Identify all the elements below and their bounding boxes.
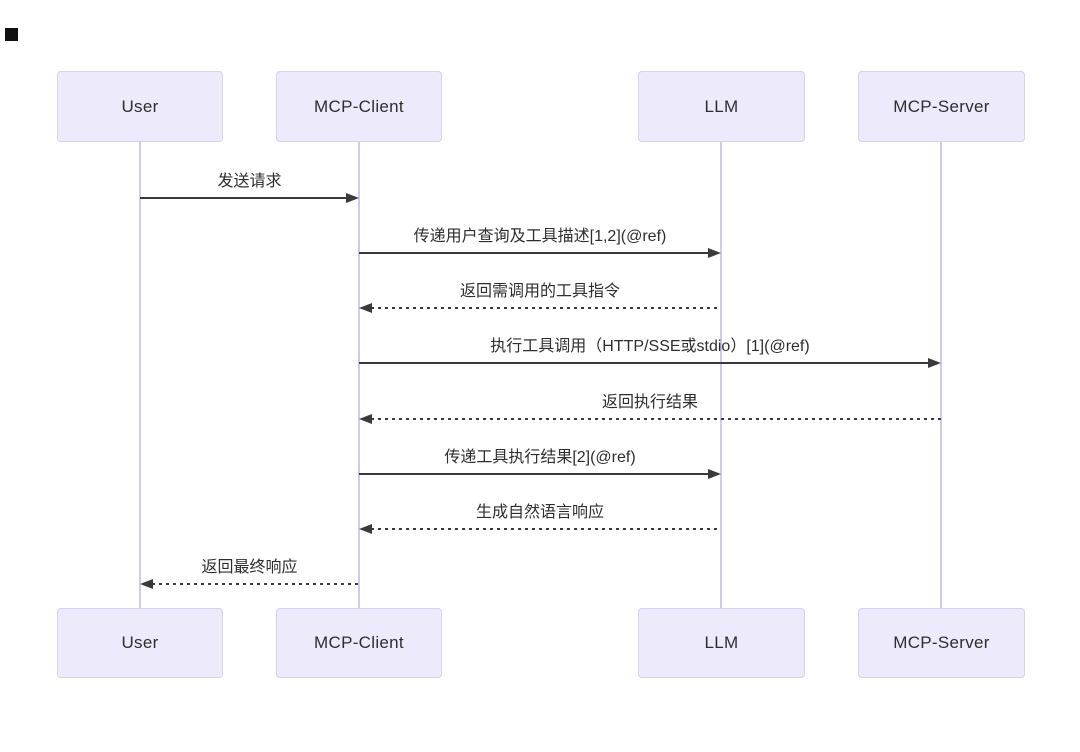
message-label-return-tool-instruction: 返回需调用的工具指令 (459, 283, 620, 300)
message-label-generate-nl-response: 生成自然语言响应 (475, 504, 604, 521)
message-line-1 (140, 197, 347, 199)
message-label-pass-query-tools: 传递用户查询及工具描述[1,2](@ref) (413, 228, 667, 245)
arrowhead-left-icon (359, 414, 372, 424)
arrowhead-right-icon (708, 248, 721, 258)
message-line-3 (371, 307, 721, 309)
message-label-execute-tool-call: 执行工具调用（HTTP/SSE或stdio）[1](@ref) (490, 338, 810, 355)
arrowhead-right-icon (346, 193, 359, 203)
arrowhead-left-icon (359, 524, 372, 534)
actor-mcp-client-bottom: MCP-Client (276, 608, 442, 678)
message-label-return-final-response: 返回最终响应 (201, 559, 298, 576)
arrowhead-left-icon (359, 303, 372, 313)
black-square-artifact (5, 28, 18, 41)
actor-user-top: User (57, 71, 223, 142)
message-label-send-request: 发送请求 (217, 173, 282, 190)
message-line-5 (371, 418, 941, 420)
actor-mcp-client-top: MCP-Client (276, 71, 442, 142)
actor-user-bottom: User (57, 608, 223, 678)
lifeline-llm (720, 142, 722, 608)
lifeline-mcp-client (358, 142, 360, 608)
arrowhead-left-icon (140, 579, 153, 589)
message-line-2 (359, 252, 709, 254)
actor-llm-top: LLM (638, 71, 805, 142)
message-label-pass-tool-result: 传递工具执行结果[2](@ref) (444, 449, 636, 466)
lifeline-mcp-server (940, 142, 942, 608)
arrowhead-right-icon (928, 358, 941, 368)
message-line-6 (359, 473, 709, 475)
message-line-4 (359, 362, 929, 364)
actor-mcp-server-top: MCP-Server (858, 71, 1025, 142)
message-line-8 (152, 583, 359, 585)
actor-llm-bottom: LLM (638, 608, 805, 678)
actor-mcp-server-bottom: MCP-Server (858, 608, 1025, 678)
message-line-7 (371, 528, 721, 530)
arrowhead-right-icon (708, 469, 721, 479)
lifeline-user (139, 142, 141, 608)
message-label-return-exec-result: 返回执行结果 (601, 394, 698, 411)
